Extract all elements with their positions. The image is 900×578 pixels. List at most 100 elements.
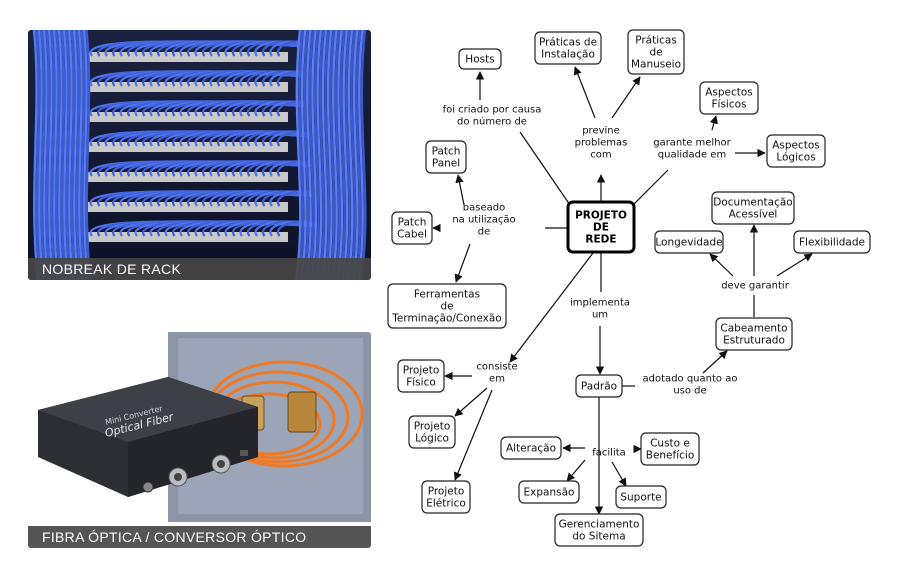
node-custo-label-line-1: Benefício	[646, 450, 695, 462]
link-label-implementa-line-0: implementa	[570, 298, 630, 309]
node-padrao: Padrão	[575, 374, 623, 398]
node-aspectos-fisicos-label-line-0: Aspectos	[705, 87, 753, 99]
link-label-foi-criado-line-1: do número de	[457, 116, 527, 128]
link-label-baseado-line-0: baseado	[463, 203, 505, 214]
node-projeto-eletrico-label-line-1: Elétrico	[426, 498, 466, 510]
link-label-adotado-line-1: uso de	[673, 386, 706, 397]
edge-previne-to-instalacao	[573, 66, 596, 119]
node-praticas-manuseio-label-line-0: Práticas	[635, 35, 677, 47]
link-label-deve-garantir-line-0: deve garantir	[721, 281, 790, 292]
node-gerenciamento-label-line-1: do Sitema	[572, 531, 625, 543]
node-cabeamento-label-line-1: Estruturado	[723, 335, 785, 347]
node-patch-cabel-label-line-1: Cabel	[397, 229, 427, 241]
edge-baseado-to-ferramentas	[454, 243, 471, 283]
node-alteracao-label-line-0: Alteração	[506, 443, 556, 455]
link-label-previne-line-0: previne	[582, 126, 620, 137]
node-hosts-label-line-0: Hosts	[465, 54, 494, 66]
node-projeto-fisico-label-line-0: Projeto	[403, 365, 440, 377]
node-projeto-eletrico-label-line-0: Projeto	[428, 486, 465, 498]
node-alteracao: Alteração	[500, 436, 562, 460]
node-ferramentas-label-line-2: Terminação/Conexão	[391, 313, 501, 325]
node-projeto-logico-label-line-1: Lógico	[415, 433, 449, 445]
node-aspectos-logicos-label-line-0: Aspectos	[772, 140, 820, 152]
node-ferramentas-label-line-0: Ferramentas	[414, 289, 480, 301]
node-praticas-manuseio-label-line-1: de	[649, 47, 662, 59]
fiber-converter-illustration: Mini Converter Optical Fiber	[38, 332, 371, 522]
node-patch-panel-label-line-1: Panel	[432, 158, 460, 170]
edge-baseado-to-panel	[455, 174, 465, 206]
node-documentacao-label-line-1: Acessível	[729, 209, 778, 221]
rack-caption: NOBREAK DE RACK	[28, 258, 371, 280]
node-ferramentas-label-line-1: de	[440, 301, 453, 313]
edge-consiste-to-eletrico	[453, 389, 493, 481]
edge-deve-to-longevidade	[709, 253, 734, 277]
rack-cables-illustration	[28, 30, 371, 280]
central-node-label-line-2: REDE	[585, 234, 616, 246]
node-longevidade-label-line-0: Longevidade	[655, 237, 722, 249]
fiber-connector	[287, 391, 317, 433]
fiber-caption: FIBRA ÓPTICA / CONVERSOR ÓPTICO	[28, 526, 371, 548]
edge-adotado-to-cabeamento	[702, 350, 728, 374]
edge-central-to-foi-criado	[519, 131, 571, 206]
node-praticas-manuseio-label-line-2: Manuseio	[631, 59, 681, 71]
link-label-facilita: facilita	[592, 448, 626, 459]
edge-garante-to-fisicos	[709, 115, 718, 131]
node-projeto-logico-label-line-0: Projeto	[414, 421, 451, 433]
node-suporte: Suporte	[615, 485, 667, 509]
link-label-garante-line-0: garante melhor	[653, 138, 731, 149]
node-longevidade: Longevidade	[654, 230, 724, 254]
link-label-previne-line-1: problemas	[575, 138, 628, 149]
link-label-baseado-line-2: de	[478, 227, 491, 238]
edge-deve-to-flexibilidade	[776, 253, 813, 277]
link-label-facilita-line-0: facilita	[592, 448, 626, 459]
node-projeto-fisico-label-line-1: Físico	[406, 377, 436, 389]
node-documentacao-label-line-0: Documentação	[713, 197, 792, 209]
central-node-label-line-0: PROJETO	[575, 210, 627, 222]
node-custo-label-line-0: Custo e	[650, 438, 690, 450]
node-patch-panel-label-line-0: Patch	[432, 146, 461, 158]
edge-facilita-to-expansao	[566, 459, 586, 482]
node-gerenciamento-label-line-0: Gerenciamento	[559, 519, 640, 531]
link-label-garante-line-1: qualidade em	[658, 150, 726, 161]
node-patch-cabel-label-line-0: Patch	[398, 217, 427, 229]
link-label-implementa-line-1: um	[592, 310, 608, 321]
node-expansao: Expansão	[518, 480, 580, 504]
link-label-adotado-line-0: adotado quanto ao	[643, 374, 738, 385]
link-label-consiste-line-1: em	[489, 374, 505, 385]
node-hosts: Hosts	[458, 48, 502, 70]
edge-consiste-to-logico	[454, 387, 488, 417]
edge-central-to-consiste	[509, 252, 594, 363]
link-label-baseado-line-1: na utilização	[452, 215, 515, 226]
node-aspectos-logicos-label-line-1: Lógicos	[776, 152, 815, 164]
rack-photo: NOBREAK DE RACK	[28, 30, 371, 280]
link-label-previne-line-2: com	[590, 150, 611, 161]
fiber-photo: Mini Converter Optical Fiber FIBRA ÓPTIC…	[28, 332, 371, 548]
central-node-label-line-1: DE	[593, 222, 609, 234]
edge-previne-to-manuseio	[611, 76, 641, 119]
node-aspectos-fisicos-label-line-1: Físicos	[711, 99, 746, 111]
node-praticas-instalacao-label-line-0: Práticas de	[539, 37, 597, 49]
edge-central-to-garante	[632, 169, 669, 206]
node-expansao-label-line-0: Expansão	[524, 487, 575, 499]
node-suporte-label-line-0: Suporte	[620, 492, 661, 504]
node-flexibilidade-label-line-0: Flexibilidade	[799, 237, 865, 249]
node-flexibilidade: Flexibilidade	[793, 230, 871, 254]
